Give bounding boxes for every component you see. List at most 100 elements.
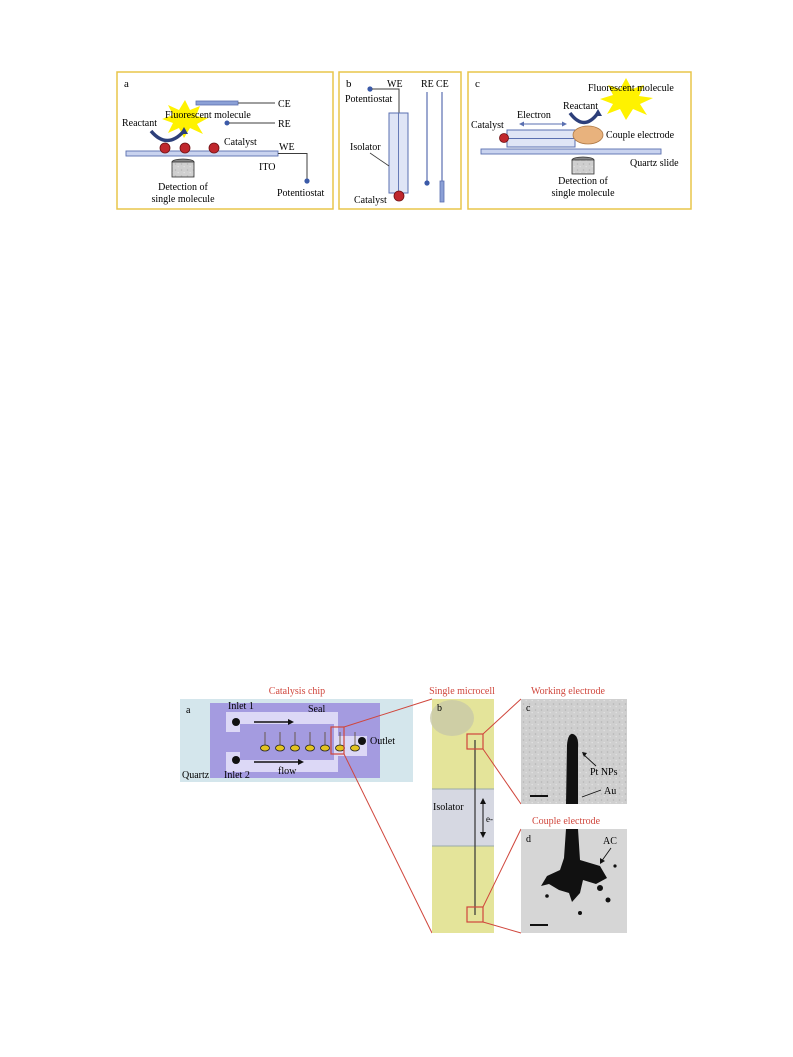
microcell-4 <box>305 744 315 752</box>
catalyst-particle-c <box>499 133 509 143</box>
au-label: Au <box>604 786 616 797</box>
isolator-label-bottom: Isolator <box>433 802 464 813</box>
panel-a-frame <box>116 71 334 210</box>
microcell-array <box>260 732 360 752</box>
working-electrode-title: Working electrode <box>531 686 605 697</box>
ito-label: ITO <box>259 162 275 173</box>
bottom-panel-b: b Isolator e- <box>430 699 494 933</box>
objective-body-icon-c <box>571 159 595 175</box>
isolator-label-b: Isolator <box>350 142 381 153</box>
pt-nps-pointer <box>582 753 597 767</box>
fluorescent-flash-icon <box>162 100 208 138</box>
fluorescent-flash-icon-c <box>600 78 653 120</box>
ac-particle-5 <box>613 864 617 868</box>
ce-label-b: CE <box>436 79 449 90</box>
ac-particle-2 <box>605 897 611 903</box>
potentiostat-terminal-b <box>367 86 373 92</box>
working-electrode-highlight <box>466 733 484 750</box>
microcell-3 <box>290 744 300 752</box>
couple-electrode-blob-image <box>541 829 607 902</box>
detection-line2-c: single molecule <box>551 188 615 199</box>
pt-nps-pointer-head <box>582 752 587 757</box>
ce-electrode <box>195 100 239 106</box>
flow-channel <box>226 712 367 772</box>
electron-arrow-right-head <box>562 121 567 127</box>
ac-label: AC <box>603 836 617 847</box>
electron-symbol-label: e- <box>486 814 493 824</box>
seal-label: Seal <box>308 704 325 715</box>
microcell-top-region <box>430 700 474 736</box>
flow-arrow-top-head <box>288 719 294 725</box>
re-label-b: RE <box>421 79 434 90</box>
outlet-port <box>358 737 366 745</box>
electron-arrow-left-head <box>519 121 524 127</box>
couple-electrode-highlight <box>466 906 484 923</box>
potentiostat-label: Potentiostat <box>277 188 324 199</box>
callout-d-lower <box>482 921 522 934</box>
working-panel-letter: c <box>526 703 531 714</box>
catalyst-label-b: Catalyst <box>354 195 387 206</box>
quartz-label-c: Quartz slide <box>630 158 679 169</box>
bottom-panel-c: c Pt NPs Au <box>521 699 627 804</box>
potentiostat-terminal <box>304 178 310 184</box>
panel-b-letter: b <box>346 78 352 90</box>
microcell-1 <box>260 744 270 752</box>
re-electrode-dot <box>224 120 230 126</box>
ac-particle-1 <box>597 885 603 891</box>
scale-bar-d <box>530 924 548 926</box>
catalysis-chip-title: Catalysis chip <box>269 686 325 697</box>
re-label: RE <box>278 119 291 130</box>
microcell-7 <box>350 744 360 752</box>
inlet2-port <box>232 756 240 764</box>
ce-label: CE <box>278 99 291 110</box>
objective-body-icon <box>171 161 195 178</box>
top-panel-c: c Fluorescent molecule Reactant Catalyst… <box>467 71 692 210</box>
callout-line-upper <box>343 698 433 728</box>
catalyst-label-c: Catalyst <box>471 120 504 131</box>
flow-label: flow <box>278 766 297 777</box>
callout-line-lower <box>343 753 433 934</box>
detection-line1: Detection of <box>158 182 208 193</box>
microcell-2 <box>275 744 285 752</box>
electrode-wire-image <box>566 733 579 804</box>
single-microcell-title: Single microcell <box>429 686 495 697</box>
reactant-label: Reactant <box>122 118 157 129</box>
detection-line1-c: Detection of <box>558 176 608 187</box>
electron-label-c: Electron <box>517 110 551 121</box>
electron-path-arrow-up <box>480 798 486 804</box>
panel-c-letter: c <box>475 78 480 90</box>
detection-line2: single molecule <box>151 194 215 205</box>
ce-electrode-b <box>439 180 445 203</box>
chip-panel-letter: a <box>186 705 191 716</box>
inlet1-label: Inlet 1 <box>228 701 254 712</box>
quartz-label-chip: Quartz <box>182 770 210 781</box>
bottom-panel-a: a Inlet 1 Seal Outlet Inlet 2 flow Quart… <box>180 699 413 782</box>
quartz-slide-c <box>480 148 662 155</box>
inlet2-label: Inlet 2 <box>224 770 250 781</box>
isolator-band <box>432 789 494 846</box>
we-label: WE <box>279 142 295 153</box>
fluorescent-label: Fluorescent molecule <box>165 110 251 121</box>
potentiostat-label-b: Potentiostat <box>345 94 392 105</box>
isolator-pointer <box>369 152 390 167</box>
flow-arrow-bottom-head <box>298 759 304 765</box>
catalyst-label: Catalyst <box>224 137 257 148</box>
microcell-5 <box>320 744 330 752</box>
ac-particle-4 <box>545 894 549 898</box>
inlet1-port <box>232 718 240 726</box>
catalyst-particle-2 <box>179 142 191 154</box>
scale-bar-c <box>530 795 548 797</box>
couple-electrode-label-c: Couple electrode <box>606 130 675 141</box>
au-pointer <box>581 789 602 798</box>
couple-panel-letter: d <box>526 834 531 845</box>
we-wire-b <box>372 88 400 113</box>
panel-a-letter: a <box>124 78 129 90</box>
callout-c-lower <box>482 748 522 805</box>
top-panel-a: a CE RE WE Fluorescent molecule Reactant… <box>116 71 334 210</box>
microcell-highlight-box <box>330 726 345 755</box>
catalyst-particle-1 <box>159 142 171 154</box>
re-electrode-tip-b <box>424 180 430 186</box>
ac-pointer-head <box>600 858 605 864</box>
we-wire <box>278 153 308 180</box>
electron-path-arrow-down <box>480 832 486 838</box>
